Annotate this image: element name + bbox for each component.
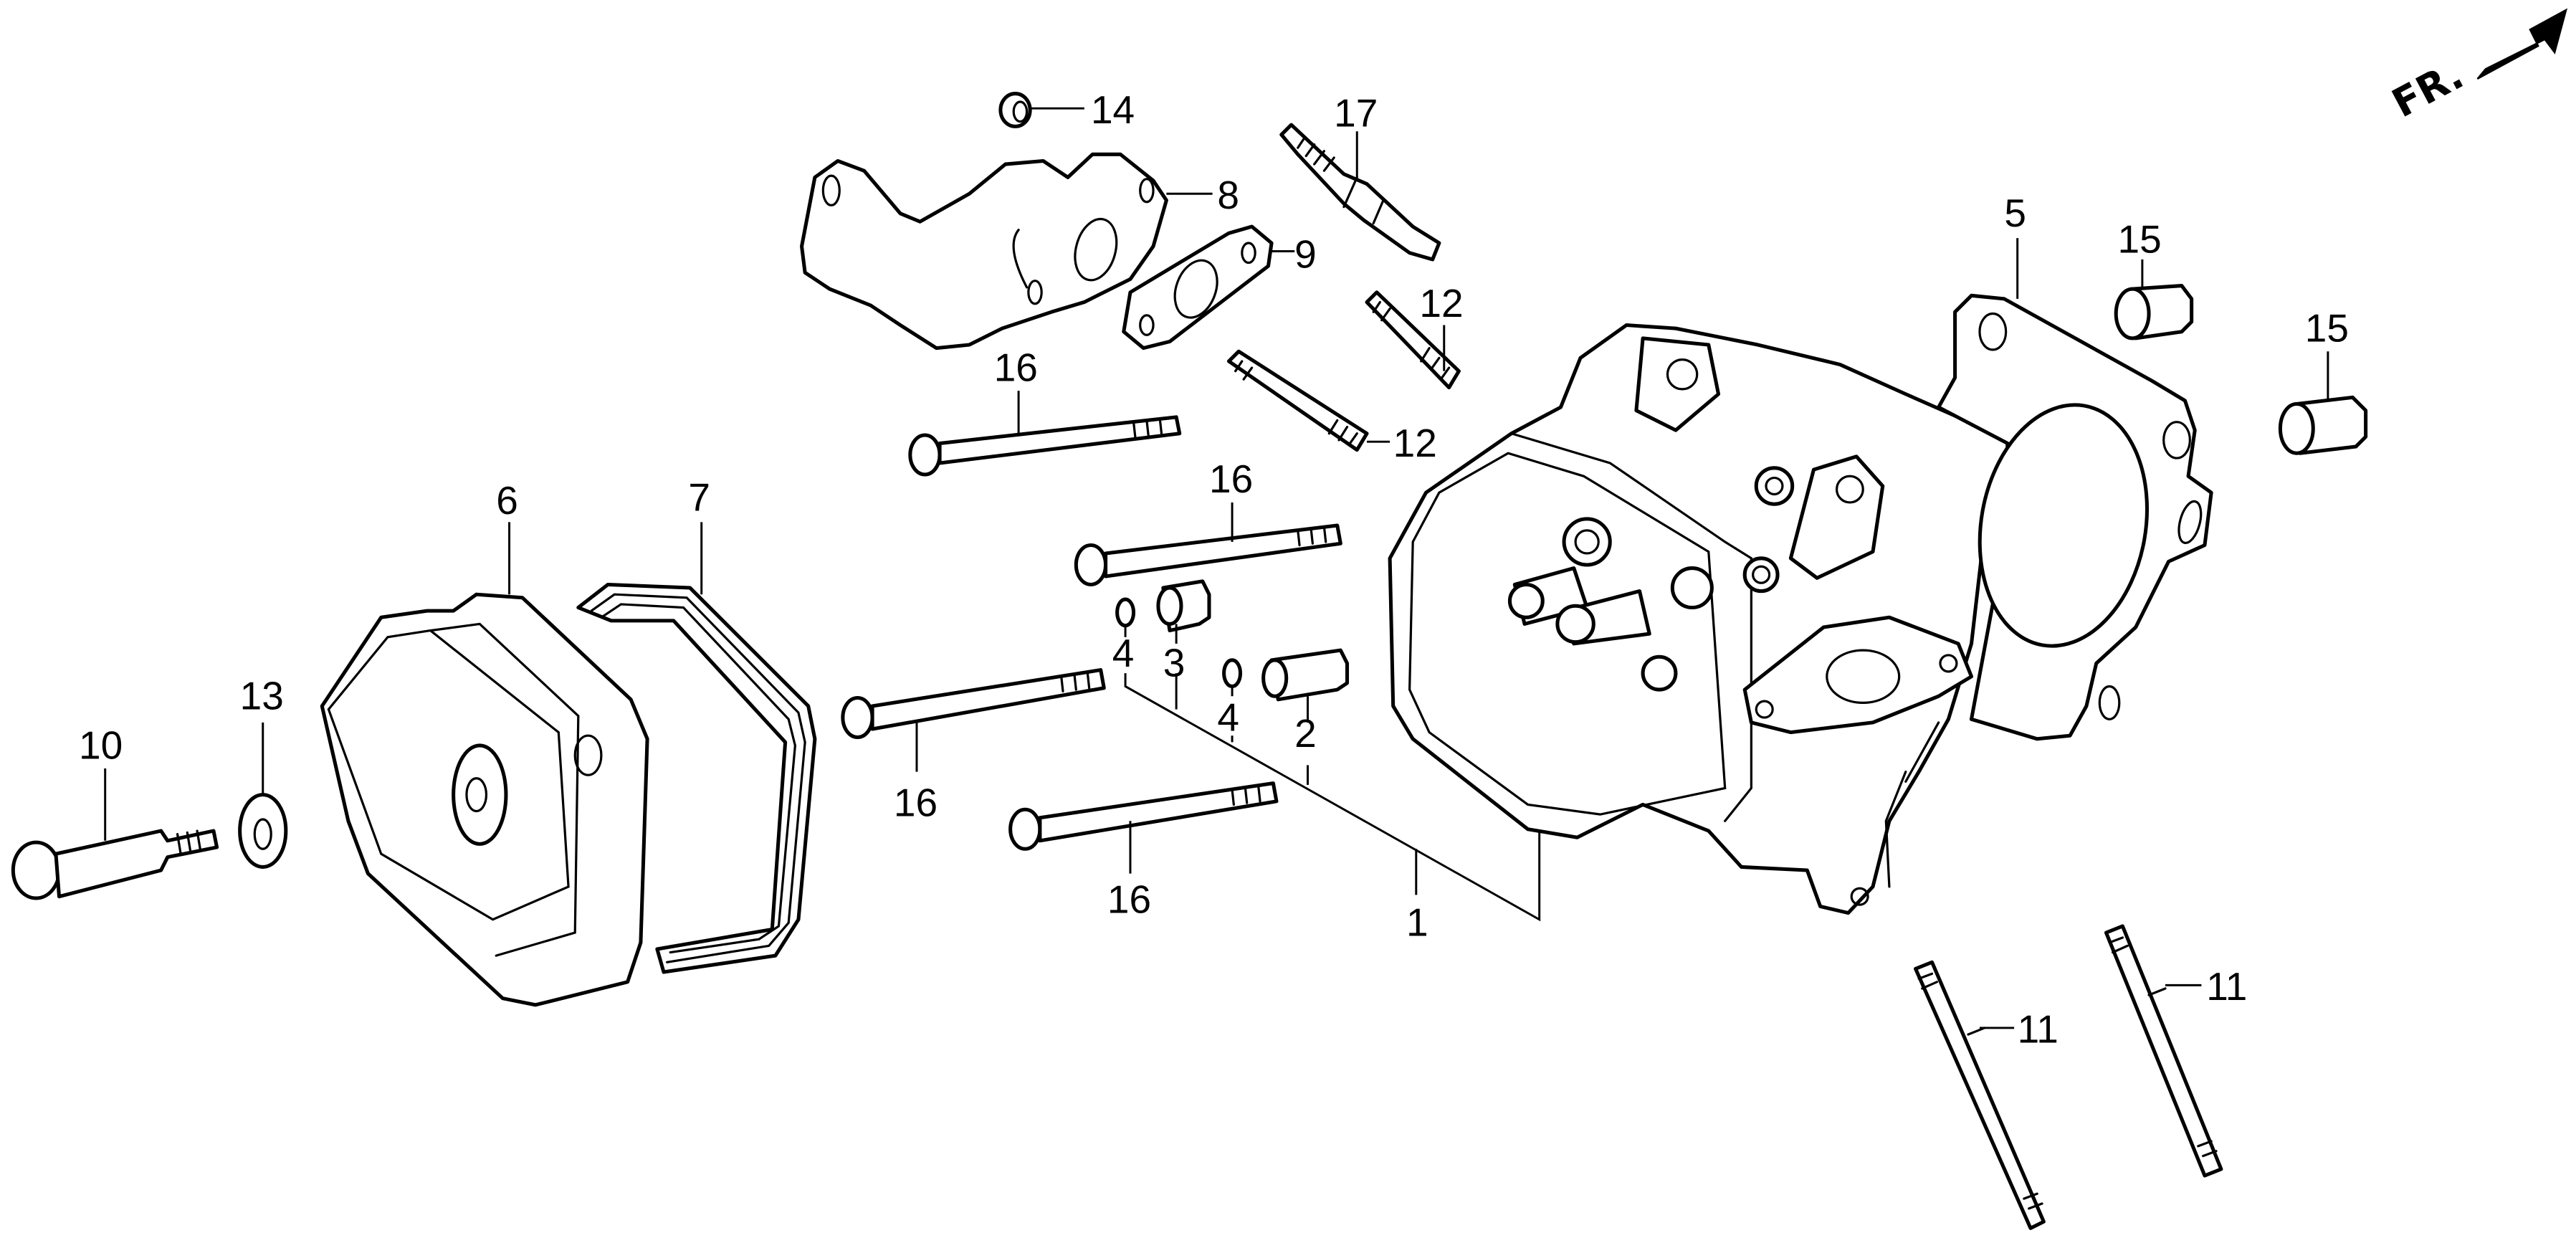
part-7-head-cover-gasket[interactable] xyxy=(576,522,817,974)
part-16-bolt-b[interactable] xyxy=(1074,502,1342,586)
part-8-intake-elbow[interactable] xyxy=(800,152,1213,351)
part-15-dowel-pin-a[interactable] xyxy=(2114,259,2194,340)
callout-16-b[interactable]: 16 xyxy=(1209,457,1253,501)
part-1-cylinder-head[interactable] xyxy=(1388,323,2010,915)
part-4-o-ring-b[interactable] xyxy=(1222,658,1243,697)
part-17-spark-plug[interactable] xyxy=(1279,123,1441,262)
callout-10[interactable]: 10 xyxy=(79,723,123,767)
part-12-stud-lower[interactable] xyxy=(1226,349,1390,452)
callout-labels: 1 2 3 4 4 5 6 7 8 9 10 11 11 12 12 13 14… xyxy=(79,87,2349,1052)
part-11-stud-b[interactable] xyxy=(2104,924,2223,1178)
callout-13[interactable]: 13 xyxy=(240,674,284,718)
callout-11-b[interactable]: 11 xyxy=(2206,964,2247,1009)
callout-3[interactable]: 3 xyxy=(1163,641,1186,685)
part-9-gasket[interactable] xyxy=(1122,224,1295,351)
callout-16-c[interactable]: 16 xyxy=(894,780,938,824)
callout-4-a[interactable]: 4 xyxy=(1112,631,1135,675)
part-1-leader xyxy=(1124,673,1541,922)
part-15-dowel-pin-b[interactable] xyxy=(2278,351,2368,455)
front-direction-indicator: FR. xyxy=(2385,8,2568,126)
callout-12-b[interactable]: 12 xyxy=(1393,421,1437,465)
part-11-stud-a[interactable] xyxy=(1914,960,2046,1230)
part-12-stud-upper[interactable] xyxy=(1365,290,1461,390)
arrow-up-right-icon xyxy=(2476,8,2568,80)
callout-4-b[interactable]: 4 xyxy=(1217,695,1239,739)
callout-12-a[interactable]: 12 xyxy=(1419,281,1463,325)
front-direction-label: FR. xyxy=(2385,52,2471,126)
callout-9[interactable]: 9 xyxy=(1294,232,1317,276)
callout-11-a[interactable]: 11 xyxy=(2018,1007,2059,1052)
callout-1[interactable]: 1 xyxy=(1406,900,1428,945)
part-5-head-gasket[interactable] xyxy=(1937,238,2213,741)
callout-8[interactable]: 8 xyxy=(1217,173,1239,217)
part-16-bolt-d[interactable] xyxy=(1008,781,1279,874)
part-16-bolt-c[interactable] xyxy=(841,668,1106,772)
part-14-flange-nut[interactable] xyxy=(998,92,1084,128)
part-6-head-cover[interactable] xyxy=(320,522,649,1007)
part-2-dowel-pin[interactable] xyxy=(1261,648,1350,723)
callout-5[interactable]: 5 xyxy=(2004,191,2026,235)
callout-14[interactable]: 14 xyxy=(1091,87,1135,132)
callout-7[interactable]: 7 xyxy=(688,475,710,519)
callout-15-a[interactable]: 15 xyxy=(2118,217,2162,262)
part-16-bolt-a[interactable] xyxy=(908,391,1182,477)
part-4-o-ring-a[interactable] xyxy=(1115,597,1136,637)
part-3-dowel-pin[interactable] xyxy=(1156,579,1211,644)
callout-16-a[interactable]: 16 xyxy=(994,345,1038,389)
callout-15-b[interactable]: 15 xyxy=(2305,305,2349,350)
callout-16-d[interactable]: 16 xyxy=(1107,877,1151,922)
callout-2[interactable]: 2 xyxy=(1294,711,1317,756)
callout-6[interactable]: 6 xyxy=(496,478,518,523)
part-10-flange-bolt[interactable] xyxy=(11,768,219,900)
part-13-washer[interactable] xyxy=(238,722,288,869)
callout-17[interactable]: 17 xyxy=(1334,90,1378,135)
